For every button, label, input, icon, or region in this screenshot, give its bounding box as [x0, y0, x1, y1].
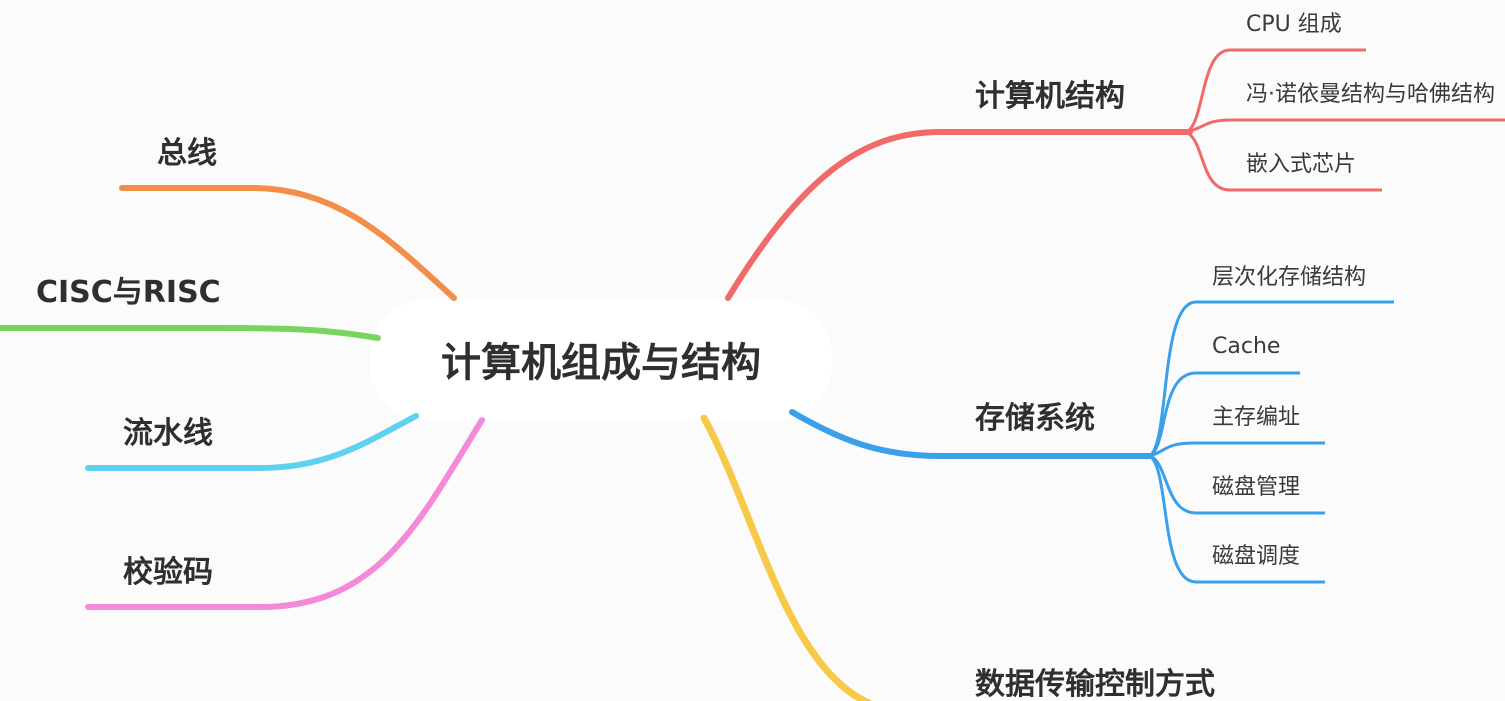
- branch-label-transfer[interactable]: 数据传输控制方式: [975, 667, 1215, 701]
- branch-label-cisc[interactable]: CISC与RISC: [36, 275, 221, 310]
- leaf-embedded[interactable]: 嵌入式芯片: [1246, 152, 1356, 177]
- leaf-main-memory[interactable]: 主存编址: [1212, 405, 1300, 430]
- storage-leaf-connectors: [1148, 300, 1394, 584]
- center-label[interactable]: 计算机组成与结构: [441, 340, 761, 386]
- branch-label-arch[interactable]: 计算机结构: [975, 79, 1125, 114]
- branch-label-storage[interactable]: 存储系统: [975, 401, 1095, 436]
- center-node[interactable]: [370, 300, 832, 420]
- connector-arch: [725, 129, 1193, 301]
- connector-cisc: [0, 325, 381, 341]
- branch-label-bus[interactable]: 总线: [157, 136, 217, 171]
- connector-storage: [789, 409, 1153, 459]
- leaf-disk-management[interactable]: 磁盘管理: [1212, 475, 1300, 500]
- connector-pipeline: [85, 413, 419, 471]
- leaf-cpu[interactable]: CPU 组成: [1246, 12, 1342, 37]
- arch-leaf-connectors: [1185, 48, 1505, 192]
- branch-label-checksum[interactable]: 校验码: [123, 555, 213, 590]
- leaf-hierarchy[interactable]: 层次化存储结构: [1212, 265, 1366, 290]
- connector-transfer: [700, 414, 874, 701]
- connector-bus: [119, 185, 457, 301]
- leaf-disk-scheduling[interactable]: 磁盘调度: [1212, 544, 1300, 569]
- leaf-von-neumann[interactable]: 冯·诺依曼结构与哈佛结构: [1246, 82, 1495, 107]
- connector-checksum: [85, 417, 485, 610]
- leaf-cache[interactable]: Cache: [1212, 334, 1280, 359]
- branch-label-pipeline[interactable]: 流水线: [123, 416, 213, 451]
